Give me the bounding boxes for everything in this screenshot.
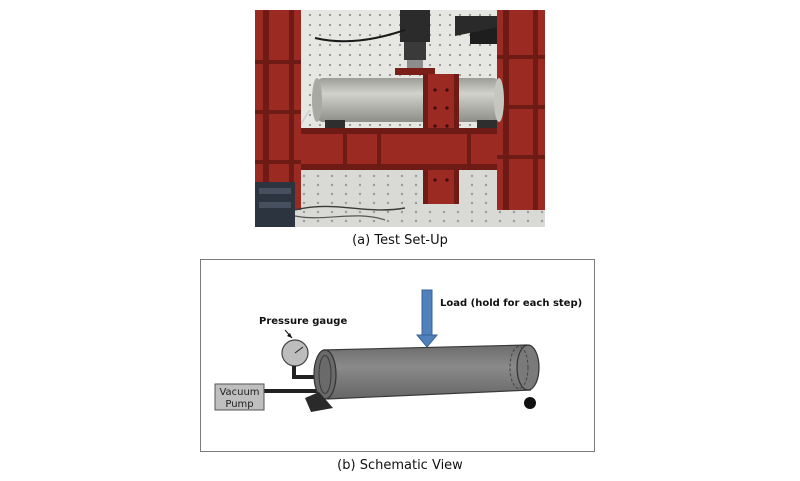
test-setup-photo (255, 10, 545, 227)
pressure-gauge-label: Pressure gauge (259, 316, 347, 327)
pipe-specimen (317, 78, 499, 122)
vacuum-pump-label-line2: Pump (225, 399, 253, 410)
right-support (524, 397, 536, 409)
schematic-frame: Load (hold for each step) Pressure gauge… (200, 259, 595, 452)
caption-test-setup: (a) Test Set-Up (352, 233, 448, 248)
vacuum-pump-box (214, 383, 265, 411)
actuator (400, 10, 430, 42)
left-support (305, 392, 333, 412)
caption-schematic-view: (b) Schematic View (337, 458, 463, 473)
load-label: Load (hold for each step) (440, 298, 582, 309)
schematic-view: Load (hold for each step) Pressure gauge… (214, 289, 582, 412)
load-arrow (415, 289, 439, 348)
vacuum-pump-label-line1: Vacuum (219, 387, 259, 398)
cylinder-specimen (313, 344, 540, 400)
support-beam (301, 128, 497, 170)
